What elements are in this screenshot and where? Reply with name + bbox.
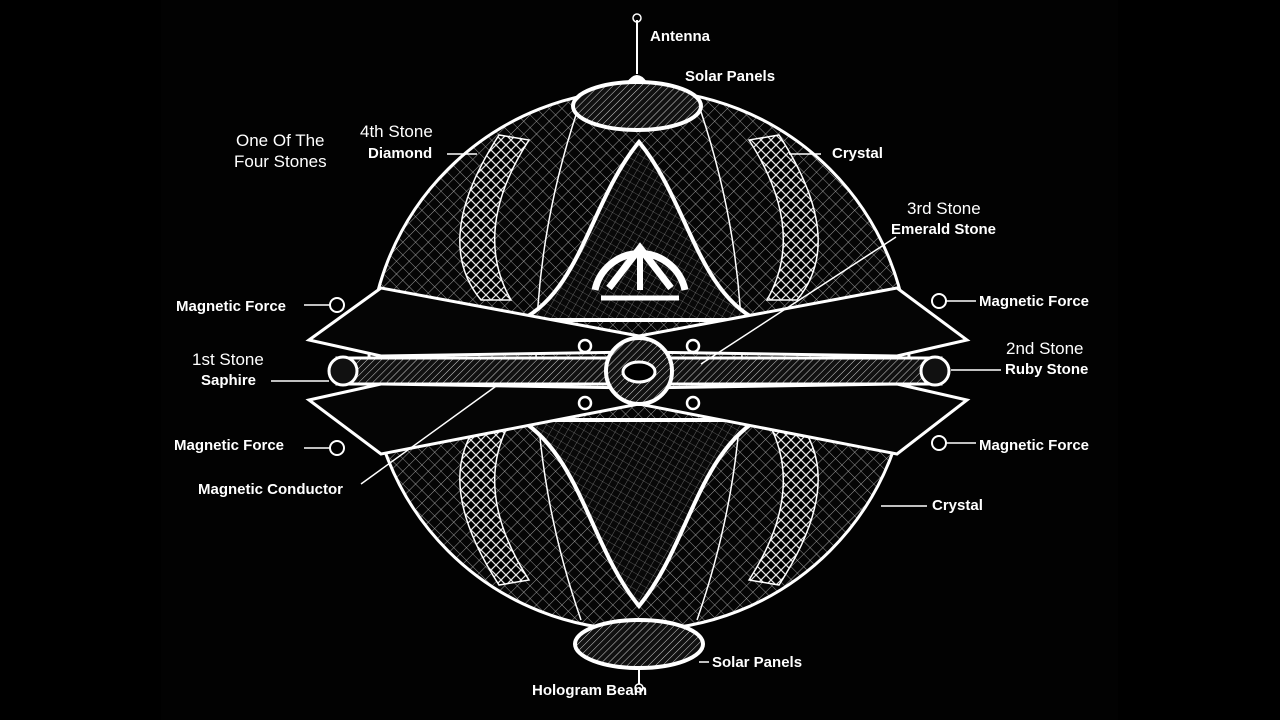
label-one-of-the: One Of The — [236, 131, 325, 150]
label-saphire: Saphire — [201, 372, 257, 389]
label-1st-stone: 1st Stone — [192, 350, 264, 369]
magnetic-node-tl — [329, 297, 345, 313]
label-hologram-beam: Hologram Beam — [532, 682, 648, 699]
label-four-stones: Four Stones — [234, 152, 327, 171]
solar-panel-top — [571, 80, 703, 132]
label-solar-panels-bottom: Solar Panels — [712, 654, 803, 671]
label-solar-panels-top: Solar Panels — [685, 68, 776, 85]
label-magnetic-force-br: Magnetic Force — [979, 437, 1090, 454]
label-antenna: Antenna — [650, 28, 710, 45]
diagram-frame: Antenna Solar Panels One Of The Four Sto… — [161, 0, 1118, 720]
sphere-diagram — [271, 13, 1001, 693]
label-emerald-stone: Emerald Stone — [891, 221, 997, 238]
label-4th-stone: 4th Stone — [360, 122, 433, 141]
lattice-band-right-top — [747, 134, 819, 301]
magnetic-node-tr — [931, 293, 947, 309]
label-crystal-top: Crystal — [832, 145, 883, 162]
label-3rd-stone: 3rd Stone — [907, 199, 981, 218]
letterbox-right — [1118, 0, 1280, 720]
magnetic-node-bl — [329, 440, 345, 456]
magnetic-node-br — [931, 435, 947, 451]
upper-lens — [520, 138, 758, 322]
label-2nd-stone: 2nd Stone — [1006, 339, 1084, 358]
label-magnetic-force-bl: Magnetic Force — [174, 437, 285, 454]
lower-lens — [514, 418, 764, 610]
label-magnetic-force-tl: Magnetic Force — [176, 298, 287, 315]
ruby-stone — [919, 355, 951, 387]
emblem-symbol — [591, 242, 689, 301]
upper-wing — [305, 286, 971, 358]
label-crystal-bottom: Crystal — [932, 497, 983, 514]
solar-panel-bottom — [573, 618, 705, 670]
saphire-stone — [327, 355, 359, 387]
label-diamond: Diamond — [368, 145, 433, 162]
lattice-band-left-top — [459, 134, 531, 301]
label-ruby-stone: Ruby Stone — [1005, 361, 1089, 378]
letterbox-left — [0, 0, 161, 720]
leader-lines — [271, 153, 1001, 663]
label-magnetic-force-tr: Magnetic Force — [979, 293, 1090, 310]
label-magnetic-conductor: Magnetic Conductor — [198, 481, 343, 498]
